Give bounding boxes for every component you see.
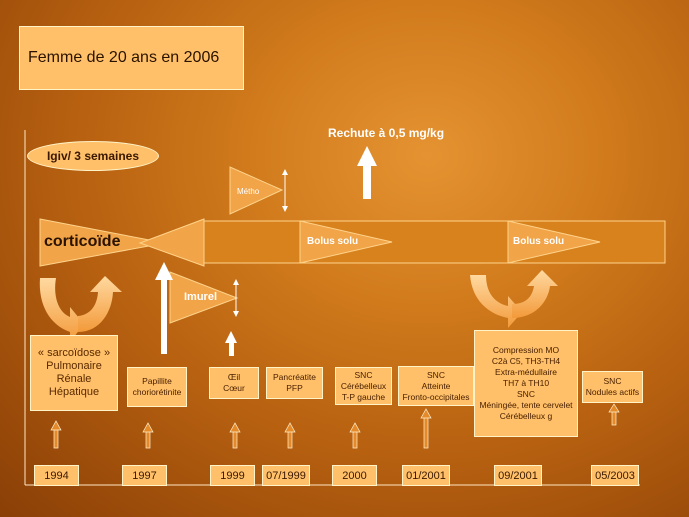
curved-arrow-right-down: [470, 275, 522, 328]
metho-triangle: [229, 166, 284, 215]
title-text: Femme de 20 ans en 2006: [28, 49, 220, 66]
curved-arrow-left-up: [78, 276, 122, 332]
metho-bracket-top: [282, 169, 288, 175]
year-arrow-1994: [53, 427, 59, 449]
year-arrow-1994-head: [50, 420, 62, 431]
year-arrow-012001-head: [420, 408, 432, 419]
event-box-071999: Pancréatite PFP: [266, 367, 323, 399]
bolus1-label: Bolus solu: [307, 236, 359, 247]
year-box-012001: 01/2001: [402, 465, 450, 486]
small-white-arrow-head: [225, 331, 237, 343]
corticoide-taper-triangle: [138, 218, 205, 267]
bolus1-triangle: [299, 220, 393, 264]
metho-label: Métho: [237, 187, 260, 196]
year-label: 01/2001: [406, 469, 446, 482]
year-arrow-2000-head: [349, 422, 361, 433]
curved-arrow-left-down: [39, 278, 84, 342]
bolus2-label: Bolus solu: [513, 236, 565, 247]
event-text: « sarcoïdose » Pulmonaire Rénale Hépatiq…: [37, 347, 111, 398]
imurel-triangle: [169, 271, 239, 324]
rechute-arrow-head: [357, 146, 377, 166]
year-label: 07/1999: [266, 469, 306, 482]
year-arrow-1999: [232, 429, 238, 449]
year-label: 1994: [44, 469, 69, 482]
event-text: SNC Atteinte Fronto-occipitales: [402, 369, 470, 402]
year-box-1997: 1997: [122, 465, 167, 486]
year-box-092001: 09/2001: [494, 465, 542, 486]
year-box-2000: 2000: [332, 465, 377, 486]
rechute-arrow-shaft: [363, 163, 371, 199]
year-arrow-2000: [352, 429, 358, 449]
year-box-071999: 07/1999: [262, 465, 310, 486]
year-label: 05/2003: [595, 469, 635, 482]
year-box-1994: 1994: [34, 465, 79, 486]
event-box-012001: SNC Atteinte Fronto-occipitales: [398, 366, 474, 406]
small-white-arrow-shaft: [229, 341, 234, 356]
event-text: SNC Cérébelleux T-P gauche: [340, 369, 387, 402]
title-box: Femme de 20 ans en 2006: [19, 26, 244, 90]
year-label: 1999: [220, 469, 245, 482]
event-box-052003: SNC Nodules actifs: [582, 371, 643, 403]
imurel-bracket-top: [233, 279, 239, 285]
year-label: 2000: [342, 469, 367, 482]
corticoide-triangle: [39, 218, 166, 267]
event-box-092001: Compression MO C2à C5, TH3-TH4 Extra-méd…: [474, 330, 578, 437]
year-arrow-1997-head: [142, 422, 154, 433]
year-arrow-071999: [287, 429, 293, 449]
event-text: SNC Nodules actifs: [585, 376, 640, 397]
imurel-label: Imurel: [184, 291, 218, 303]
event-text: Papillite choriorétinite: [132, 376, 182, 397]
event-text: Œil Cœur: [223, 372, 245, 393]
event-text: Compression MO C2à C5, TH3-TH4 Extra-méd…: [479, 345, 573, 421]
event-box-1997: Papillite choriorétinite: [127, 367, 187, 407]
imurel-arrow-head: [155, 262, 173, 280]
igiv-ellipse: Igiv/ 3 semaines: [27, 141, 159, 171]
year-arrow-012001: [423, 415, 429, 449]
event-box-2000: SNC Cérébelleux T-P gauche: [335, 367, 392, 405]
year-arrow-1997: [145, 429, 151, 449]
corticoide-label: corticoïde: [44, 233, 121, 250]
year-arrow-1999-head: [229, 422, 241, 433]
event-box-1994: « sarcoïdose » Pulmonaire Rénale Hépatiq…: [30, 335, 118, 411]
year-box-052003: 05/2003: [591, 465, 639, 486]
metho-bracket-bottom: [282, 206, 288, 212]
bolus2-triangle: [507, 220, 601, 264]
igiv-label: Igiv/ 3 semaines: [46, 149, 140, 163]
curved-arrow-right-up: [512, 270, 558, 318]
imurel-arrow-shaft: [161, 278, 167, 354]
imurel-bracket-bottom: [233, 311, 239, 317]
year-label: 1997: [132, 469, 157, 482]
year-arrow-071999-head: [284, 422, 296, 433]
year-arrow-052003-head: [608, 403, 620, 413]
event-box-1999: Œil Cœur: [209, 367, 259, 399]
event-text: Pancréatite PFP: [273, 372, 316, 393]
year-box-1999: 1999: [210, 465, 255, 486]
year-label: 09/2001: [498, 469, 538, 482]
rechute-label: Rechute à 0,5 mg/kg: [328, 126, 445, 140]
